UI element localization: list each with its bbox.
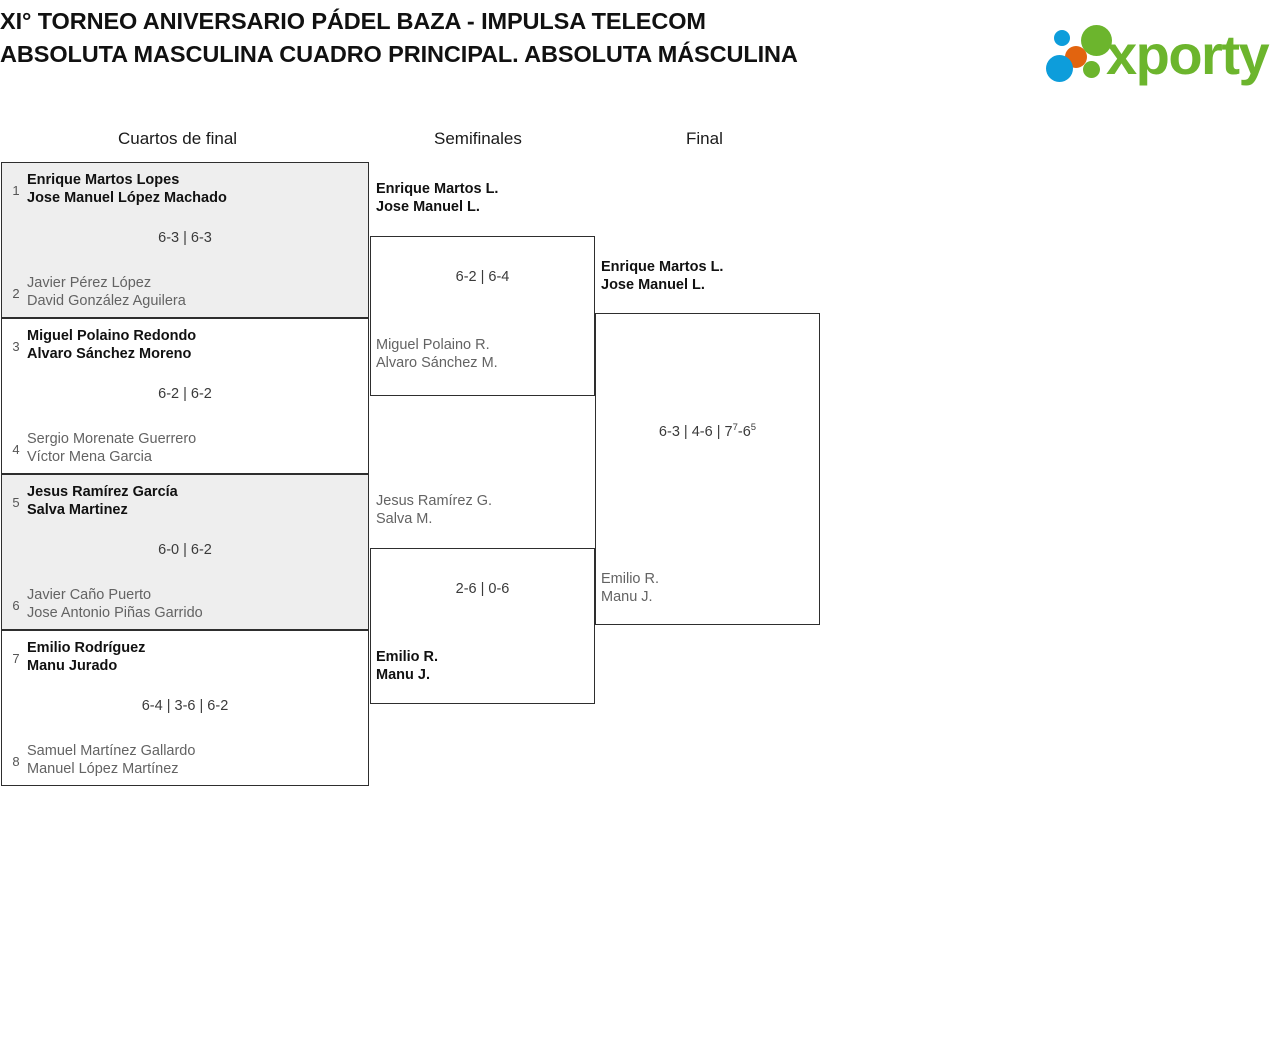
round-heading-final: Final xyxy=(686,129,723,148)
xporty-logo: xporty xyxy=(1046,23,1276,86)
player-name-1: Samuel Martínez Gallardo xyxy=(27,743,196,759)
seed-number: 4 xyxy=(12,442,20,457)
semifinal-2-team-bottom[interactable]: Emilio R. Manu J. xyxy=(376,648,438,684)
semifinal-1-team-top[interactable]: Enrique Martos L. Jose Manuel L. xyxy=(376,180,498,216)
match-score: 6-4 | 3-6 | 6-2 xyxy=(141,698,229,714)
semifinal-1-team-bottom[interactable]: Miguel Polaino R. Alvaro Sánchez M. xyxy=(376,336,498,372)
page-title: XI° TORNEO ANIVERSARIO PÁDEL BAZA - IMPU… xyxy=(0,8,798,67)
semifinal-match-1[interactable]: 6-2 | 6-4 xyxy=(370,236,595,396)
player-name-2: Manuel López Martínez xyxy=(27,761,179,777)
player-name-2: Jose Manuel López Machado xyxy=(27,190,227,206)
semifinal-2-team-top[interactable]: Jesus Ramírez G. Salva M. xyxy=(376,492,492,528)
player-name-1: Jesus Ramírez García xyxy=(27,484,178,500)
final-match[interactable]: 6-3 | 4-6 | 77-65 xyxy=(595,313,820,625)
player-name-1: Enrique Martos L. xyxy=(601,259,724,275)
player-name-1: Enrique Martos L. xyxy=(376,181,499,197)
logo-dot-green-small-icon xyxy=(1083,61,1100,78)
player-name-2: David González Aguilera xyxy=(27,293,186,309)
seed-number: 2 xyxy=(12,286,20,301)
player-name-1: Miguel Polaino R. xyxy=(376,337,490,353)
seed-number: 8 xyxy=(12,754,20,769)
player-name-2: Alvaro Sánchez Moreno xyxy=(27,346,192,362)
seed-number: 5 xyxy=(12,495,20,510)
match-score: 2-6 | 0-6 xyxy=(455,581,510,597)
final-team-top[interactable]: Enrique Martos L. Jose Manuel L. xyxy=(601,258,723,294)
player-name-2: Salva Martinez xyxy=(27,502,128,518)
player-name-2: Jose Manuel L. xyxy=(376,199,480,215)
seed-number: 6 xyxy=(12,598,20,613)
player-name-2: Salva M. xyxy=(376,511,433,527)
seed-number: 3 xyxy=(12,339,20,354)
logo-dot-blue-small-icon xyxy=(1054,30,1070,46)
match-score: 6-3 | 4-6 | 77-65 xyxy=(596,422,819,440)
logo-dot-green-large-icon xyxy=(1081,25,1112,56)
player-name-1: Javier Caño Puerto xyxy=(27,587,152,603)
player-name-1: Miguel Polaino Redondo xyxy=(27,328,197,344)
match-score: 6-0 | 6-2 xyxy=(158,542,212,558)
logo-dot-blue-large-icon xyxy=(1046,55,1073,82)
player-name-1: Emilio Rodríguez xyxy=(27,640,146,656)
match-score: 6-2 | 6-4 xyxy=(455,269,510,285)
player-name-2: Manu J. xyxy=(601,589,653,605)
player-name-1: Jesus Ramírez G. xyxy=(376,493,493,509)
player-name-2: Alvaro Sánchez M. xyxy=(376,355,498,371)
player-name-1: Sergio Morenate Guerrero xyxy=(27,431,197,447)
player-name-1: Emilio R. xyxy=(601,571,660,587)
player-name-1: Javier Pérez López xyxy=(27,275,152,291)
score-games: 6-3 | 4-6 | 7 xyxy=(658,424,733,440)
player-name-2: Manu J. xyxy=(376,667,430,683)
player-name-2: Víctor Mena Garcia xyxy=(27,449,152,465)
player-name-1: Enrique Martos Lopes xyxy=(27,172,180,188)
round-heading-semifinals: Semifinales xyxy=(434,129,522,148)
page-header: XI° TORNEO ANIVERSARIO PÁDEL BAZA - IMPU… xyxy=(0,0,1280,112)
seed-number: 1 xyxy=(12,183,20,198)
score-games-2: -6 xyxy=(737,424,751,440)
score-tiebreak-2: 5 xyxy=(750,422,757,434)
player-name-2: Manu Jurado xyxy=(27,658,118,674)
semifinal-match-2[interactable]: 2-6 | 0-6 xyxy=(370,548,595,704)
player-name-2: Jose Antonio Piñas Garrido xyxy=(27,605,203,621)
logo-wordmark: xporty xyxy=(1106,23,1270,86)
score-tiebreak-1: 7 xyxy=(732,422,738,434)
match-score: 6-3 | 6-3 xyxy=(158,230,212,246)
player-name-1: Emilio R. xyxy=(376,649,439,665)
player-name-2: Jose Manuel L. xyxy=(601,277,705,293)
round-heading-quarterfinals: Cuartos de final xyxy=(118,129,238,148)
match-score: 6-2 | 6-2 xyxy=(158,386,212,402)
final-team-bottom[interactable]: Emilio R. Manu J. xyxy=(601,570,659,606)
seed-number: 7 xyxy=(12,651,20,666)
